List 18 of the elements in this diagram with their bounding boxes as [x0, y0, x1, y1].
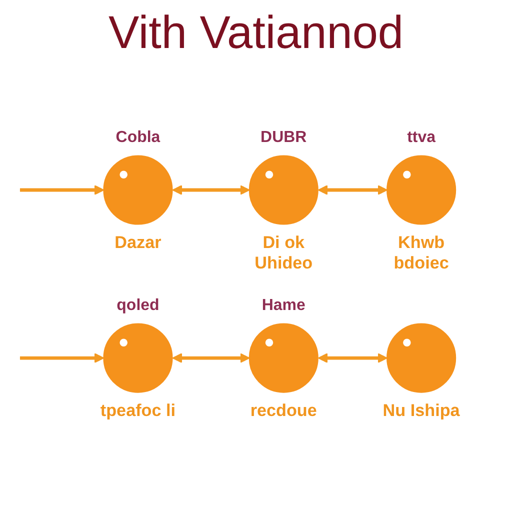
double-arrow [172, 185, 250, 196]
node-caption: Dazar [114, 233, 162, 254]
node-heading: ttva [407, 126, 436, 148]
node-caption: Di ok Uhideo [254, 233, 314, 274]
node-caption: Nu Ishipa [382, 401, 460, 422]
node-heading: Hame [262, 294, 306, 316]
node-heading: qoled [116, 294, 160, 316]
double-arrow [172, 353, 250, 364]
arrow [20, 353, 104, 364]
node-heading: Cobla [116, 126, 160, 148]
node-heading: DUBR [260, 126, 307, 148]
diagram-title: Vith Vatiannod [108, 6, 404, 58]
node-caption: tpeafoc li [100, 401, 176, 422]
arrow [20, 185, 104, 196]
double-arrow [318, 353, 388, 364]
double-arrow [318, 185, 388, 196]
node-caption: recdoue [250, 401, 317, 422]
node-caption: Khwb bdoiec [392, 233, 450, 274]
